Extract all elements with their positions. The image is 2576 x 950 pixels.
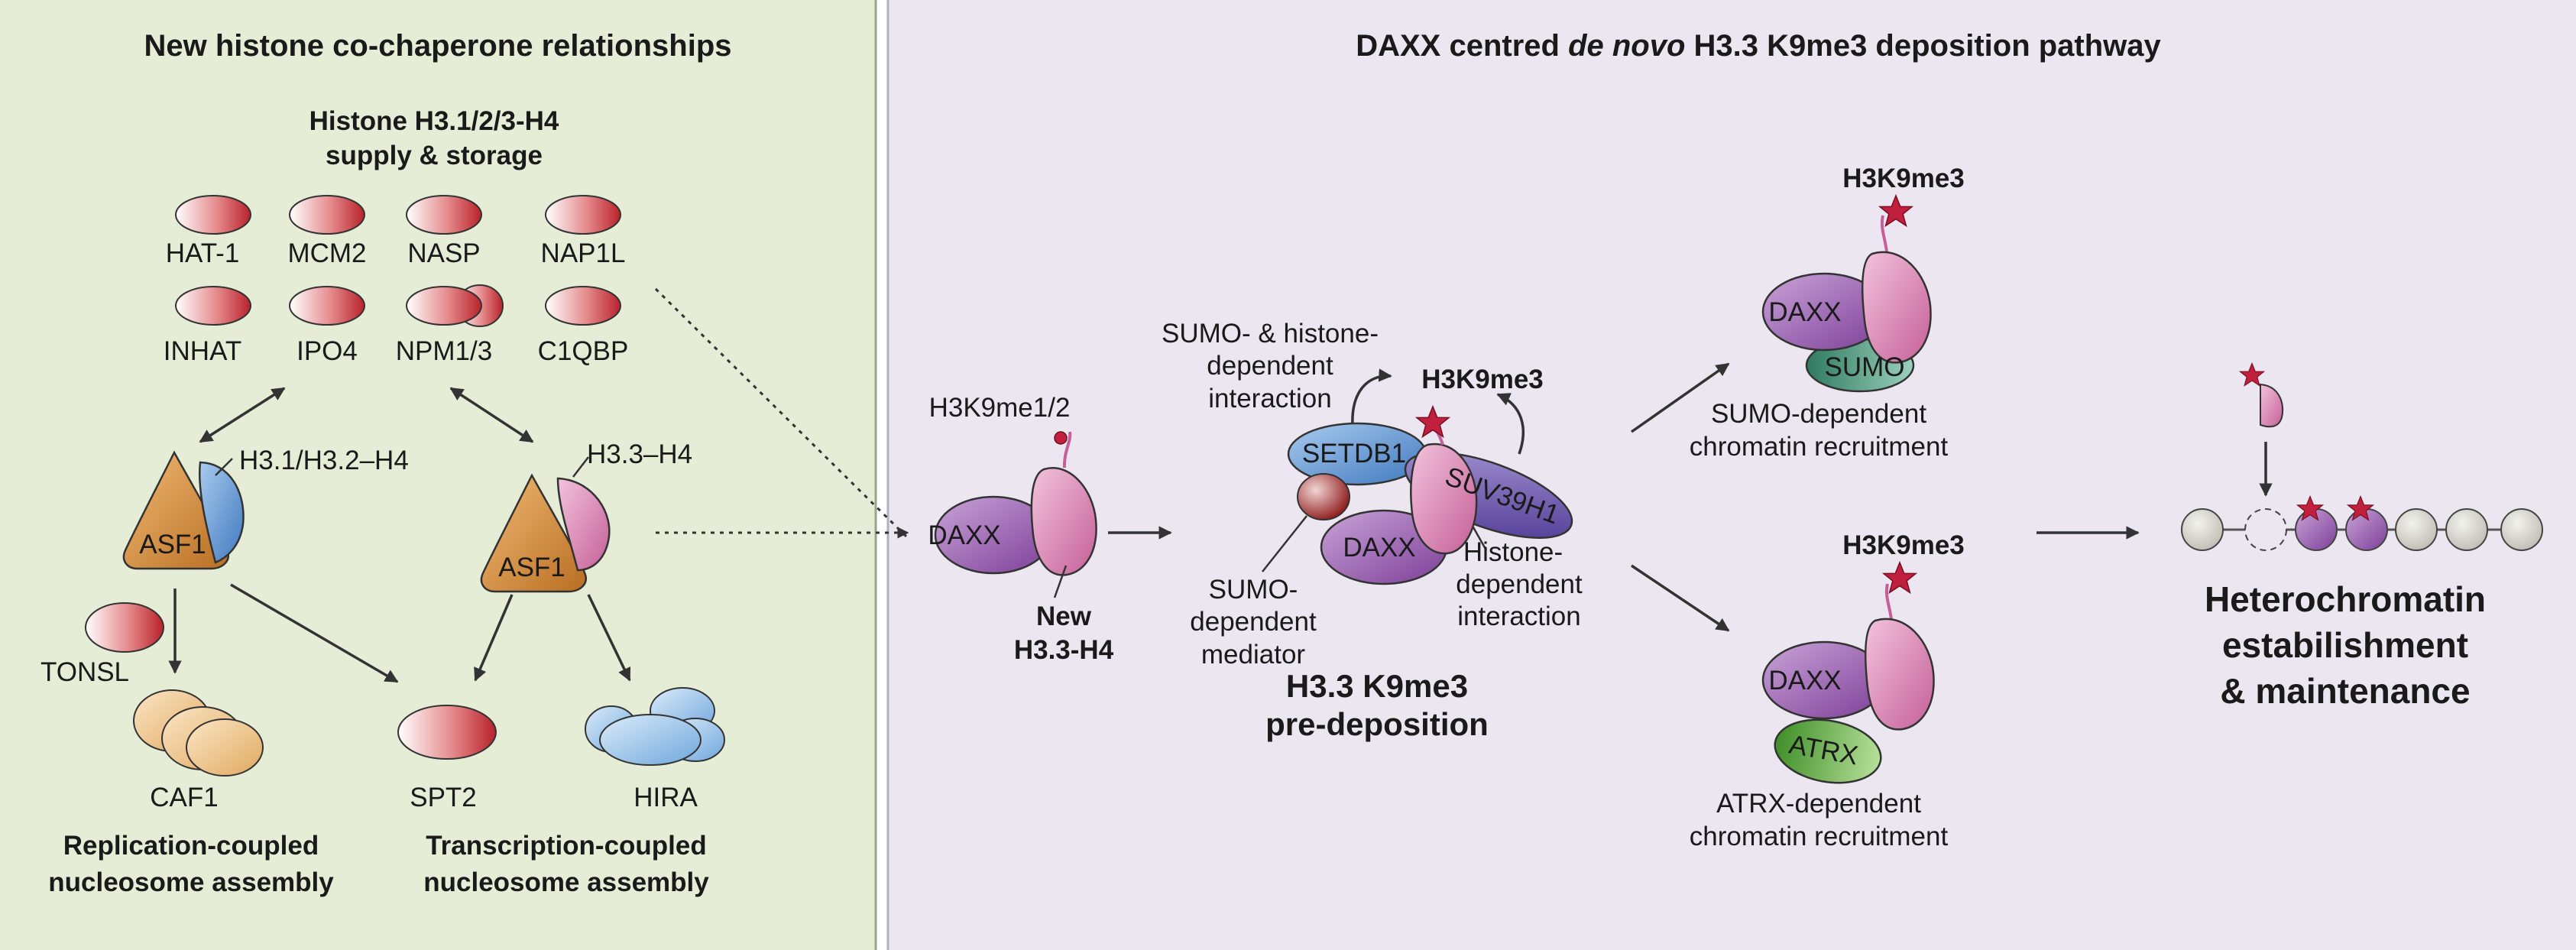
supply-title-line1: Histone H3.1/2/3-H4	[309, 106, 559, 136]
asf1-left-complex	[122, 450, 245, 570]
hira-label: HIRA	[633, 783, 698, 812]
sumo-histone-interaction-label: dependent	[1207, 351, 1333, 381]
replication-label: Replication-coupled	[63, 831, 319, 861]
dotted-connector	[654, 287, 908, 538]
chaperone-label: NPM1/3	[396, 336, 492, 366]
chaperone-label: MCM2	[287, 238, 366, 268]
incoming-h33	[2239, 362, 2284, 428]
transcription-label: nucleosome assembly	[423, 867, 709, 897]
daxx-label: DAXX	[1768, 666, 1841, 695]
new-h33-pointer	[1053, 565, 1068, 598]
new-h33-label: H3.3-H4	[1014, 635, 1114, 665]
histone-dep-label: Histone-	[1463, 537, 1563, 567]
arrow	[1631, 564, 1730, 632]
h3k9me3-label: H3K9me3	[1842, 164, 1965, 193]
transcription-label: Transcription-coupled	[426, 831, 707, 861]
sumo-mediator-label: dependent	[1190, 607, 1317, 637]
atrx-recruitment-label: chromatin recruitment	[1690, 822, 1949, 851]
sumo-histone-interaction-label: interaction	[1208, 384, 1331, 413]
histone-ellipses	[175, 195, 621, 327]
curved-arrow	[1351, 368, 1392, 426]
asf1-right-complex	[480, 456, 611, 593]
arrow	[230, 583, 399, 683]
daxx-sumo-complex	[1761, 195, 1932, 393]
daxx-atrx-complex	[1761, 562, 1935, 784]
left-panel-background	[0, 0, 876, 950]
predeposition-label: pre-deposition	[1265, 706, 1489, 742]
daxx-h33-complex	[934, 431, 1097, 576]
chaperone-label: NAP1L	[541, 238, 626, 268]
caf1-shape	[133, 689, 264, 777]
right-panel-title: DAXX centred de novo H3.3 K9me3 depositi…	[1356, 29, 2161, 63]
h3k9me12-label: H3K9me1/2	[929, 393, 1071, 423]
sumo-mediator-label: SUMO-	[1209, 575, 1298, 605]
h3k9me3-label: H3K9me3	[1842, 530, 1965, 560]
double-arrow	[199, 387, 286, 443]
atrx-recruitment-label: ATRX-dependent	[1716, 789, 1921, 819]
sumo-recruitment-label: SUMO-dependent	[1711, 399, 1926, 429]
chaperone-label: INHAT	[164, 336, 241, 366]
asf1-left-label: ASF1	[139, 530, 206, 559]
tonsl-shape	[85, 602, 164, 653]
histone-dep-label: dependent	[1456, 569, 1583, 599]
sumo-histone-interaction-label: SUMO- & histone-	[1162, 319, 1379, 349]
right-panel-title-pre: DAXX centred	[1356, 29, 1568, 63]
asf1-right-histone: H3.3–H4	[587, 439, 692, 469]
arrow	[1630, 362, 1730, 433]
arrow	[474, 594, 514, 682]
daxx-label: DAXX	[1343, 533, 1415, 563]
chaperone-label: NASP	[407, 238, 480, 268]
spt2-shape	[397, 705, 497, 760]
daxx-label: DAXX	[928, 520, 1000, 550]
new-h33-label: New	[1036, 601, 1092, 631]
predeposition-complex	[1287, 406, 1573, 585]
sumo-label: SUMO	[1825, 352, 1905, 382]
curved-arrow	[1496, 393, 1525, 455]
replication-label: nucleosome assembly	[48, 867, 334, 897]
heterochromatin-label: & maintenance	[2220, 671, 2470, 711]
predeposition-label: H3.3 K9me3	[1286, 668, 1468, 704]
right-panel-title-italic: de novo	[1568, 29, 1685, 63]
mediator-pointer	[1262, 515, 1307, 572]
arrow	[587, 594, 631, 682]
histone-dep-pointer	[1472, 527, 1488, 551]
daxx-label: DAXX	[1768, 297, 1841, 327]
setdb1-label: SETDB1	[1302, 439, 1406, 469]
chaperone-label: C1QBP	[538, 336, 629, 366]
right-panel-background	[888, 0, 2576, 950]
chromatin-fibre	[2181, 495, 2543, 551]
right-panel-title-post: H3.3 K9me3 deposition pathway	[1685, 29, 2161, 63]
spt2-label: SPT2	[410, 783, 477, 812]
chaperone-label: HAT-1	[166, 238, 240, 268]
sumo-mediator-label: mediator	[1201, 640, 1306, 670]
heterochromatin-label: estabilishment	[2222, 625, 2468, 665]
double-arrow	[449, 387, 534, 443]
asf1-left-histone: H3.1/H3.2–H4	[239, 446, 409, 475]
asf1-right-label: ASF1	[498, 553, 565, 582]
supply-title-line2: supply & storage	[326, 141, 543, 170]
heterochromatin-label: Heterochromatin	[2205, 579, 2486, 619]
histone-dep-label: interaction	[1457, 601, 1580, 631]
left-panel-title: New histone co-chaperone relationships	[144, 29, 731, 63]
h3k9me3-label: H3K9me3	[1421, 365, 1544, 394]
tonsl-label: TONSL	[41, 657, 129, 687]
chaperone-label: IPO4	[296, 336, 358, 366]
hira-shape	[585, 687, 725, 766]
sumo-recruitment-label: chromatin recruitment	[1690, 432, 1949, 462]
caf1-label: CAF1	[150, 783, 218, 812]
